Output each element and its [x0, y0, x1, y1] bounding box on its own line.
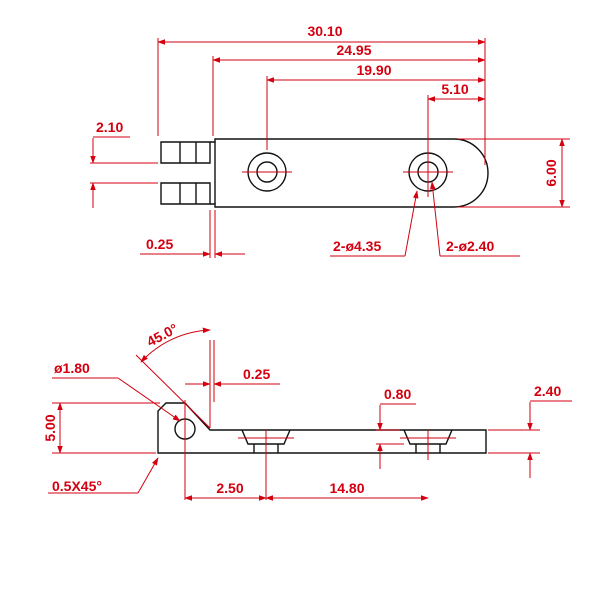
- side-view: 45.0° 0.25 ø1.80 5.00 0.5X45°: [42, 320, 572, 501]
- dim-label-hole-offset: 2.50: [216, 480, 243, 496]
- dim-overall-width: 6.00: [543, 138, 565, 208]
- dim-hole-spacing: 14.80: [265, 480, 429, 501]
- dim-large-hole: 2-ø4.35: [330, 190, 419, 257]
- dim-chamfer-angle: 45.0°: [135, 320, 211, 429]
- dim-label-pin-hole: ø1.80: [54, 360, 90, 376]
- dim-label-counterbore-depth: 0.80: [384, 386, 411, 402]
- dim-label-chamfer-angle: 45.0°: [144, 320, 181, 350]
- dim-label-overall-width: 6.00: [543, 159, 559, 186]
- dim-hole-to-end: 19.90: [266, 62, 486, 83]
- dim-hole-offset: 2.50: [184, 480, 267, 501]
- dim-label-overall-length: 30.10: [307, 23, 342, 39]
- dim-edge-chamfer: 0.5X45°: [48, 457, 159, 494]
- dim-step-width: 0.25: [140, 236, 245, 257]
- dim-label-hole-to-end: 19.90: [356, 62, 391, 78]
- side-view-center-lines: [184, 400, 456, 500]
- side-view-part-outline: [157, 402, 487, 454]
- dim-pin-hole: ø1.80: [52, 360, 181, 422]
- dim-slot-width: 2.10: [90, 119, 130, 208]
- dim-small-hole: 2-ø2.40: [429, 181, 520, 257]
- side-view-extension-lines: [52, 340, 540, 454]
- dim-label-small-hole: 2-ø2.40: [446, 238, 494, 254]
- dim-end-radius-offset: 5.10: [427, 81, 486, 102]
- dim-label-hole-spacing: 14.80: [329, 480, 364, 496]
- dim-label-flange-thickness: 0.25: [243, 366, 270, 382]
- dim-label-length-from-step: 24.95: [336, 42, 371, 58]
- dim-label-edge-chamfer: 0.5X45°: [52, 478, 102, 494]
- top-view-center-lines: [242, 147, 453, 197]
- dim-counterbore-depth: 0.80: [377, 386, 416, 469]
- dim-height: 5.00: [42, 402, 63, 454]
- dim-flange-thickness: 0.25: [185, 366, 280, 387]
- dim-label-large-hole: 2-ø4.35: [333, 238, 381, 254]
- top-view: 30.10 24.95 19.90 5.10 6.00 2.10: [90, 23, 570, 258]
- top-view-extension-lines: [90, 38, 570, 258]
- dim-label-height: 5.00: [42, 414, 58, 441]
- dim-label-step-width: 0.25: [146, 236, 173, 252]
- dim-plate-thickness: 2.40: [527, 383, 572, 478]
- dim-label-end-radius-offset: 5.10: [441, 81, 468, 97]
- dim-label-slot-width: 2.10: [96, 119, 123, 135]
- dim-overall-length: 30.10: [157, 23, 486, 45]
- dim-length-from-step: 24.95: [212, 42, 486, 63]
- dim-label-plate-thickness: 2.40: [534, 383, 561, 399]
- top-view-part-outline: [160, 138, 489, 208]
